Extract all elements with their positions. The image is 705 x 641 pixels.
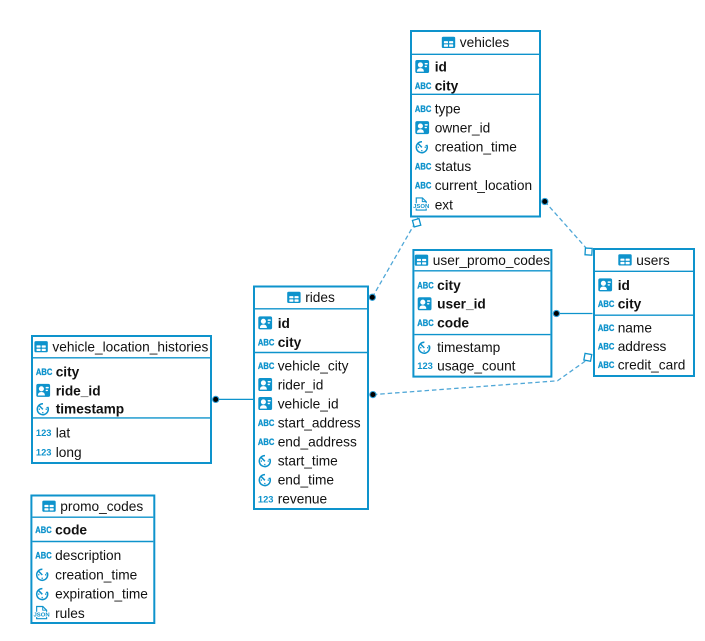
svg-text:user_promo_codes: user_promo_codes: [433, 253, 550, 268]
svg-text:city: city: [278, 335, 302, 350]
svg-text:vehicle_id: vehicle_id: [278, 396, 339, 411]
svg-text:ABC: ABC: [35, 525, 52, 535]
svg-text:vehicle_location_histories: vehicle_location_histories: [52, 340, 208, 355]
svg-text:creation_time: creation_time: [435, 140, 517, 155]
svg-text:vehicle_city: vehicle_city: [278, 358, 349, 373]
svg-text:credit_card: credit_card: [618, 357, 686, 372]
svg-text:creation_time: creation_time: [55, 567, 137, 582]
svg-text:city: city: [618, 296, 642, 311]
svg-text:ABC: ABC: [415, 81, 432, 91]
svg-text:ABC: ABC: [258, 418, 275, 428]
svg-text:code: code: [55, 523, 87, 538]
svg-text:code: code: [437, 315, 469, 330]
svg-text:long: long: [56, 445, 82, 460]
svg-text:name: name: [618, 320, 652, 335]
svg-text:ABC: ABC: [258, 337, 275, 347]
svg-text:rider_id: rider_id: [278, 377, 324, 392]
svg-text:id: id: [278, 316, 290, 331]
svg-text:timestamp: timestamp: [437, 340, 501, 355]
svg-text:end_address: end_address: [278, 435, 357, 450]
svg-text:123: 123: [36, 447, 52, 458]
svg-text:ABC: ABC: [415, 161, 432, 171]
svg-text:status: status: [435, 159, 472, 174]
svg-text:end_time: end_time: [278, 473, 334, 488]
svg-text:promo_codes: promo_codes: [60, 499, 143, 514]
svg-text:ABC: ABC: [258, 437, 275, 447]
svg-text:id: id: [618, 278, 630, 293]
svg-text:address: address: [618, 339, 667, 354]
svg-text:ABC: ABC: [598, 360, 615, 370]
svg-text:ABC: ABC: [598, 341, 615, 351]
svg-text:ABC: ABC: [35, 551, 52, 561]
svg-text:ABC: ABC: [417, 281, 434, 291]
svg-text:start_address: start_address: [278, 416, 361, 431]
svg-text:usage_count: usage_count: [437, 358, 516, 373]
svg-text:ext: ext: [435, 197, 453, 212]
svg-text:owner_id: owner_id: [435, 121, 491, 136]
svg-text:ABC: ABC: [415, 181, 432, 191]
svg-text:city: city: [437, 278, 461, 293]
svg-text:current_location: current_location: [435, 178, 532, 193]
svg-text:lat: lat: [56, 426, 71, 441]
svg-text:ABC: ABC: [258, 361, 275, 371]
svg-text:city: city: [56, 365, 80, 380]
svg-text:123: 123: [258, 493, 274, 504]
svg-text:type: type: [435, 101, 461, 116]
svg-text:revenue: revenue: [278, 492, 327, 507]
svg-text:123: 123: [417, 360, 433, 371]
svg-text:ABC: ABC: [598, 299, 615, 309]
svg-text:city: city: [435, 79, 459, 94]
svg-text:ABC: ABC: [417, 318, 434, 328]
svg-text:start_time: start_time: [278, 454, 338, 469]
svg-text:ABC: ABC: [598, 323, 615, 333]
svg-text:expiration_time: expiration_time: [55, 587, 148, 602]
svg-text:user_id: user_id: [437, 297, 486, 312]
svg-text:ABC: ABC: [36, 367, 53, 377]
svg-text:ride_id: ride_id: [56, 383, 101, 398]
svg-text:vehicles: vehicles: [460, 35, 510, 50]
svg-text:timestamp: timestamp: [56, 402, 124, 417]
svg-text:123: 123: [36, 427, 52, 438]
svg-text:description: description: [55, 548, 121, 563]
svg-text:rides: rides: [305, 290, 335, 305]
svg-text:id: id: [435, 59, 447, 74]
svg-text:rules: rules: [55, 606, 85, 621]
svg-text:users: users: [636, 253, 670, 268]
svg-text:ABC: ABC: [415, 104, 432, 114]
